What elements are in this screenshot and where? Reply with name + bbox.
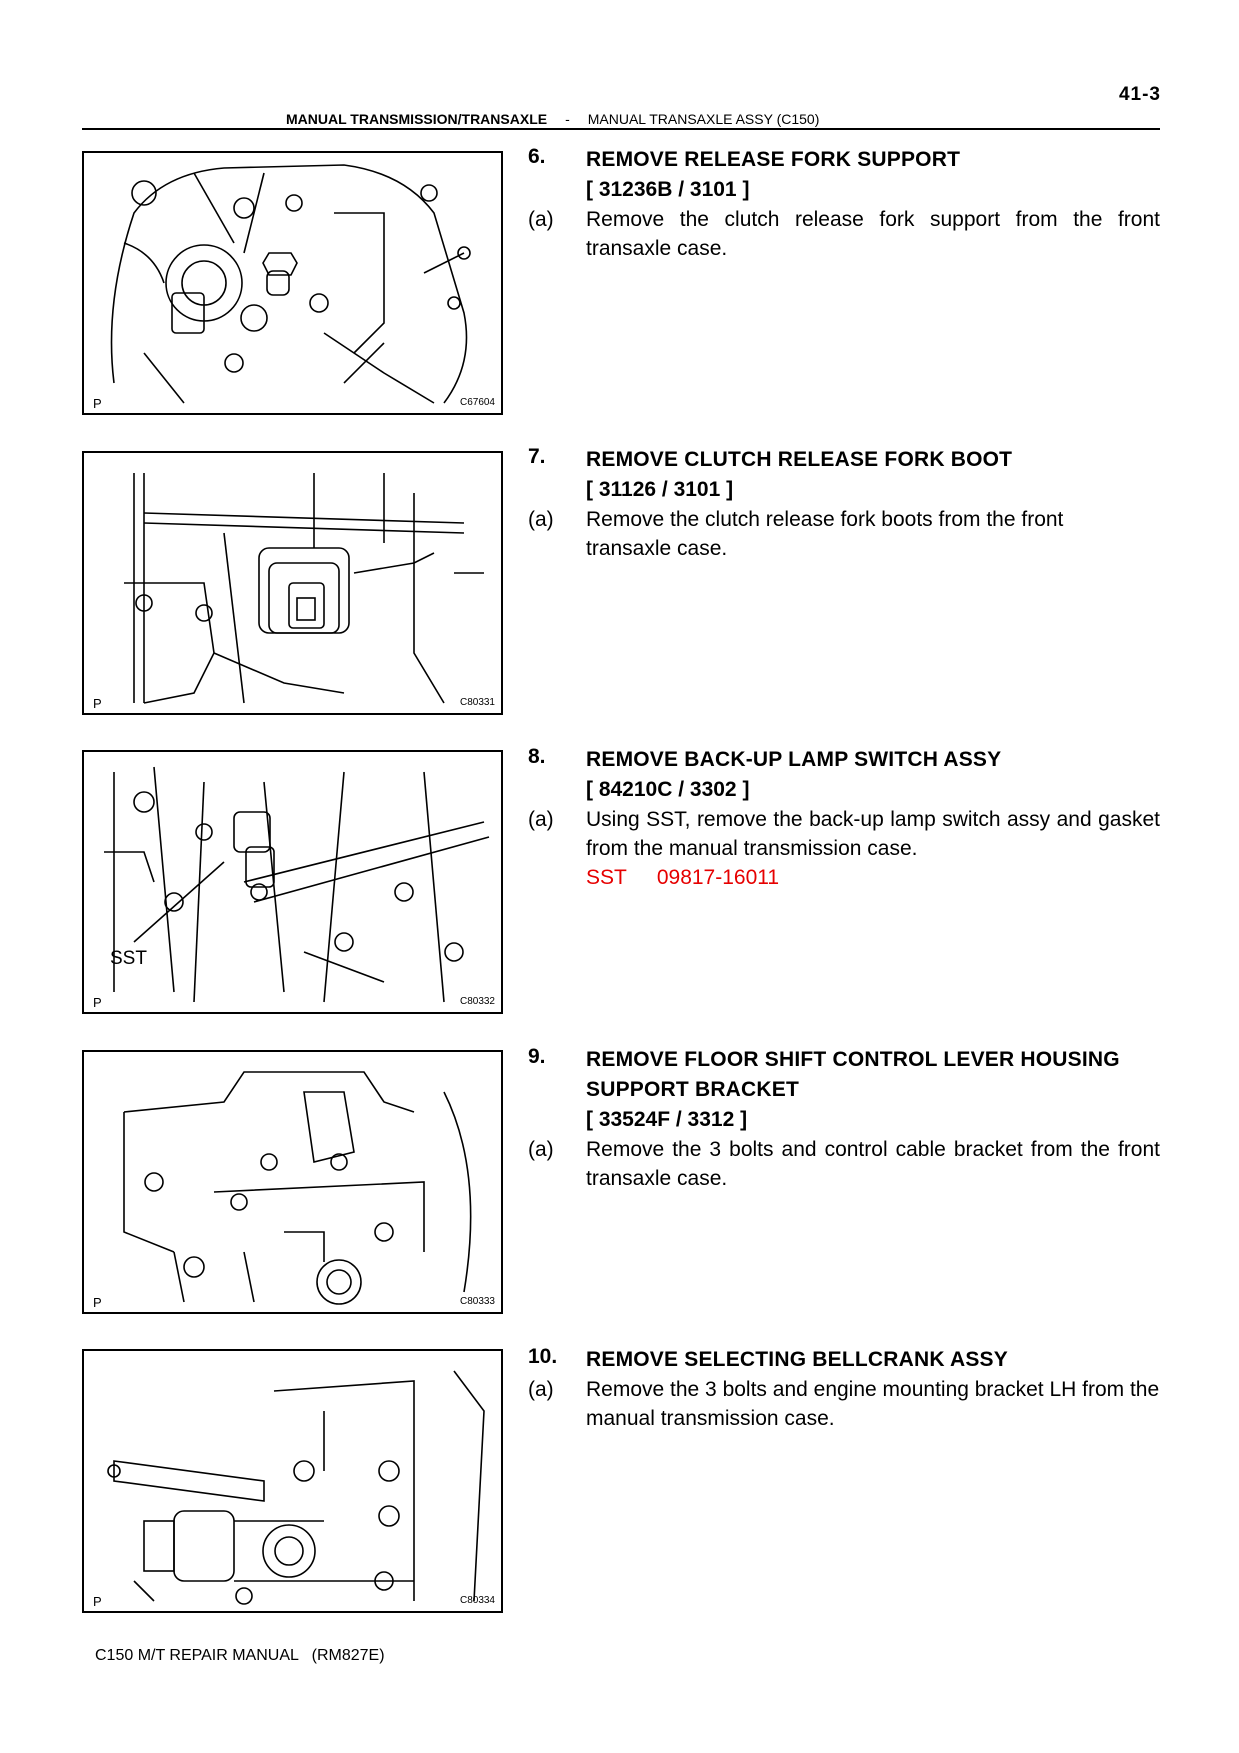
step-title: REMOVE CLUTCH RELEASE FORK BOOT: [586, 448, 1013, 471]
illustration-lamp-switch: [104, 766, 490, 1003]
sub-step-label: (a): [528, 208, 554, 231]
sub-step: (a) Remove the 3 bolts and control cable…: [528, 1135, 1160, 1193]
step-title: REMOVE RELEASE FORK SUPPORT: [586, 148, 961, 171]
figure-p-label: P: [93, 995, 102, 1010]
figure-selecting-bellcrank: P C80334: [82, 1349, 503, 1613]
figure-back-up-lamp-switch: SST P C80332: [82, 750, 503, 1014]
page-number: 41-3: [1118, 84, 1161, 105]
step-title: REMOVE BACK-UP LAMP SWITCH ASSY: [586, 748, 1002, 771]
sub-step: (a) Remove the 3 bolts and engine mounti…: [528, 1375, 1160, 1433]
step-number: 7.: [528, 445, 546, 468]
illustration-bellcrank: [107, 1370, 485, 1605]
illustration-shift-bracket: [123, 1071, 472, 1305]
sub-step-label: (a): [528, 1138, 554, 1161]
figure-code: C67604: [459, 397, 495, 408]
figure-p-label: P: [93, 396, 102, 411]
sub-step-text: Using SST, remove the back-up lamp switc…: [586, 808, 1160, 860]
sst-part-number: 09817-16011: [656, 866, 780, 889]
section-title: MANUAL TRANSMISSION/TRANSAXLE: [286, 111, 548, 127]
step-7: 7. REMOVE CLUTCH RELEASE FORK BOOT [ 311…: [528, 445, 1160, 563]
step-6: 6. REMOVE RELEASE FORK SUPPORT [ 31236B …: [528, 145, 1160, 263]
running-header: MANUAL TRANSMISSION/TRANSAXLE - MANUAL TRA…: [286, 111, 819, 127]
footer-manual-id: C150 M/T REPAIR MANUAL (RM827E): [95, 1647, 385, 1664]
sub-step: (a) Remove the clutch release fork boots…: [528, 505, 1160, 563]
step-title: REMOVE SELECTING BELLCRANK ASSY: [586, 1348, 1008, 1371]
subsection-title: MANUAL TRANSAXLE ASSY (C150): [587, 111, 820, 127]
sub-step-text: Remove the clutch release fork boots fro…: [586, 508, 1064, 560]
sst-callout-label: SST: [110, 948, 147, 969]
figure-release-fork-support: P C67604: [82, 151, 503, 415]
figure-code: C80334: [459, 1595, 495, 1606]
sst-reference: SST 09817-16011: [586, 863, 1160, 892]
step-code: [ 31126 / 3101 ]: [586, 478, 734, 501]
figure-p-label: P: [93, 696, 102, 711]
header-separator: -: [565, 111, 570, 127]
sub-step-label: (a): [528, 1378, 554, 1401]
step-number: 8.: [528, 745, 546, 768]
header-rule: [82, 128, 1160, 130]
figure-shift-control-bracket: P C80333: [82, 1050, 503, 1314]
sub-step-label: (a): [528, 808, 554, 831]
step-9: 9. REMOVE FLOOR SHIFT CONTROL LEVER HOUS…: [528, 1045, 1160, 1193]
figure-p-label: P: [93, 1295, 102, 1310]
figure-code: C80333: [459, 1296, 495, 1307]
sub-step: (a) Using SST, remove the back-up lamp s…: [528, 805, 1160, 863]
step-number: 9.: [528, 1045, 546, 1068]
step-code: [ 31236B / 3101 ]: [586, 178, 750, 201]
step-number: 10.: [528, 1345, 558, 1368]
figure-p-label: P: [93, 1594, 102, 1609]
sub-step-text: Remove the clutch release fork support f…: [586, 208, 1160, 260]
step-code: [ 33524F / 3312 ]: [586, 1108, 748, 1131]
sub-step-text: Remove the 3 bolts and engine mounting b…: [586, 1378, 1160, 1430]
sub-step-label: (a): [528, 508, 554, 531]
step-8: 8. REMOVE BACK-UP LAMP SWITCH ASSY [ 842…: [528, 745, 1160, 892]
figure-code: C80331: [459, 697, 495, 708]
illustration-fork-support: [110, 164, 471, 404]
figure-code: C80332: [459, 996, 495, 1007]
figure-clutch-release-fork-boot: P C80331: [82, 451, 503, 715]
sst-label: SST: [586, 866, 627, 889]
step-title: REMOVE FLOOR SHIFT CONTROL LEVER HOUSING…: [586, 1048, 1120, 1101]
step-number: 6.: [528, 145, 546, 168]
step-10: 10. REMOVE SELECTING BELLCRANK ASSY (a) …: [528, 1345, 1160, 1433]
illustration-fork-boot: [124, 473, 484, 704]
step-code: [ 84210C / 3302 ]: [586, 778, 750, 801]
sub-step: (a) Remove the clutch release fork suppo…: [528, 205, 1160, 263]
sub-step-text: Remove the 3 bolts and control cable bra…: [586, 1138, 1160, 1190]
